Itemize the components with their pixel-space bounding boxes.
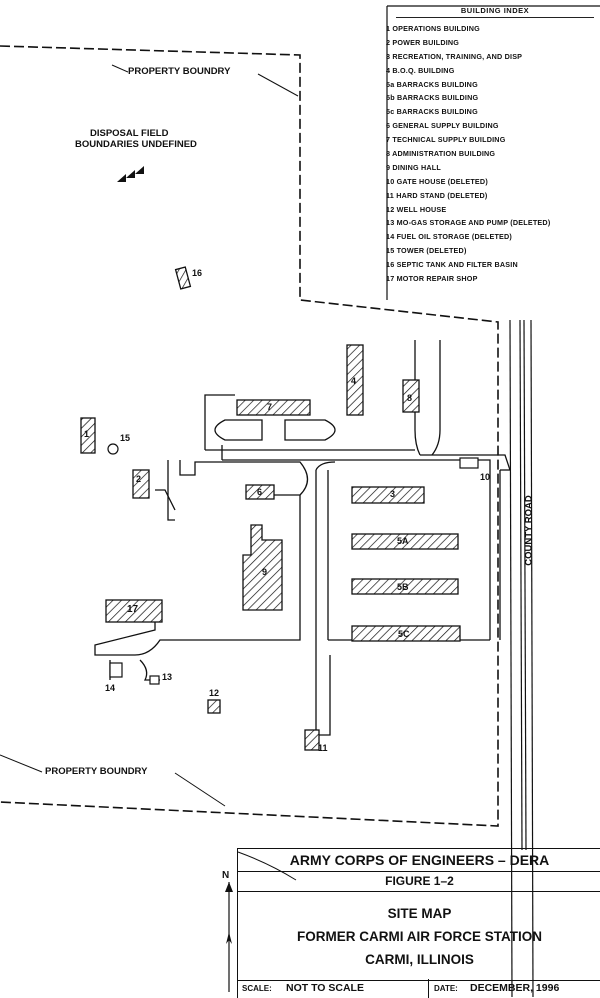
title-block-main: SITE MAP FORMER CARMI AIR FORCE STATION … [238,892,600,981]
building-12 [207,699,221,714]
building-label-10: 10 [480,472,491,482]
building-index-item: 7 TECHNICAL SUPPLY BUILDING [386,135,506,145]
north-arrow: N [222,870,233,992]
building-index-item: 10 GATE HOUSE (DELETED) [386,176,488,186]
building-index-item: 5b BARRACKS BUILDING [386,93,479,103]
building-index-item: 2 POWER BUILDING [386,37,460,47]
building-5c [351,625,461,642]
building-7 [236,399,311,416]
building-label-15: 15 [120,433,131,443]
building-index-item: 1 OPERATIONS BUILDING [386,24,480,33]
building-index-item: 9 DINING HALL [386,162,441,172]
building-4 [346,344,364,416]
building-15 [107,443,119,455]
title-block-title: SITE MAP [387,906,452,921]
county-road-label: COUNTY ROAD [523,495,535,566]
date-label: DATE: [434,984,458,993]
county-road [509,319,534,997]
building-index-item: 6 GENERAL SUPPLY BUILDING [386,121,499,131]
title-block-footer: SCALE: NOT TO SCALE DATE: DECEMBER, 1996 [238,979,600,998]
building-index-item: 12 WELL HOUSE [386,204,447,214]
building-13 [149,675,160,685]
building-label-17: 17 [127,604,139,615]
building-label-6: 6 [257,487,263,497]
building-2 [132,469,150,499]
building-label-7: 7 [267,402,273,412]
north-label: N [222,870,230,881]
building-5a [351,533,459,550]
building-index: BUILDING INDEX 1 OPERATIONS BUILDING 2 PO… [386,6,600,286]
property-boundary [0,45,499,827]
title-block-subtitle: FORMER CARMI AIR FORCE STATION [297,929,542,944]
building-9 [242,524,283,611]
building-label-5c: 5C [398,629,410,639]
north-arrow-icon [225,882,233,992]
minor-structures [107,443,479,685]
building-label-12: 12 [209,688,220,698]
title-block: ARMY CORPS OF ENGINEERS – DERA FIGURE 1–… [237,848,600,998]
building-index-item: 5a BARRACKS BUILDING [386,79,478,89]
building-label-5b: 5B [397,582,409,592]
building-5b [351,578,459,595]
scale-value: NOT TO SCALE [286,982,364,994]
building-14 [109,662,123,678]
property-boundary-label-top: PROPERTY BOUNDRY [128,66,231,77]
building-11 [304,729,320,751]
building-index-item: 5c BARRACKS BUILDING [386,107,478,117]
disposal-field-label-2: BOUNDARIES UNDEFINED [75,139,197,150]
building-index-item: 3 RECREATION, TRAINING, AND DISP [386,51,523,61]
building-index-item: 11 HARD STAND (DELETED) [386,190,488,200]
scale-label: SCALE: [242,984,272,993]
date-value: DECEMBER, 1996 [470,982,560,994]
building-label-16: 16 [192,268,203,278]
building-index-list: 1 OPERATIONS BUILDING 2 POWER BUILDING 3 R… [386,22,600,286]
building-index-item: 17 MOTOR REPAIR SHOP [386,274,478,284]
building-label-5a: 5A [397,536,409,546]
building-index-item: 16 SEPTIC TANK AND FILTER BASIN [386,260,518,270]
building-label-4: 4 [351,376,357,386]
building-17 [105,599,163,623]
leader-lines [0,64,299,881]
title-block-agency: ARMY CORPS OF ENGINEERS – DERA [238,849,600,872]
building-index-title: BUILDING INDEX [396,6,594,18]
building-index-item: 13 MO-GAS STORAGE AND PUMP (DELETED) [386,218,551,228]
disposal-field-label: DISPOSAL FIELD [90,128,169,139]
building-8 [402,379,420,413]
building-index-item: 15 TOWER (DELETED) [386,246,467,256]
building-index-item: 14 FUEL OIL STORAGE (DELETED) [386,232,513,242]
building-label-8: 8 [407,393,413,403]
buildings [80,266,461,751]
building-label-2: 2 [136,474,142,484]
building-label-1: 1 [84,429,90,439]
building-3 [351,486,425,504]
disposal-field-arrows [117,166,144,182]
title-block-figure: FIGURE 1–2 [238,872,600,892]
building-index-item: 4 B.O.Q. BUILDING [386,65,455,75]
title-block-location: CARMI, ILLINOIS [365,952,474,967]
footer-divider [428,979,429,998]
building-label-3: 3 [390,489,396,499]
building-label-9: 9 [262,567,268,577]
building-label-11: 11 [318,743,328,753]
building-16 [174,266,192,290]
building-1 [80,417,96,454]
building-label-14: 14 [105,683,116,693]
building-index-item: 8 ADMINISTRATION BUILDING [386,149,496,159]
property-boundary-label-bottom: PROPERTY BOUNDRY [45,766,148,777]
building-label-13: 13 [162,672,173,682]
building-6 [245,484,275,500]
building-10 [459,457,479,469]
